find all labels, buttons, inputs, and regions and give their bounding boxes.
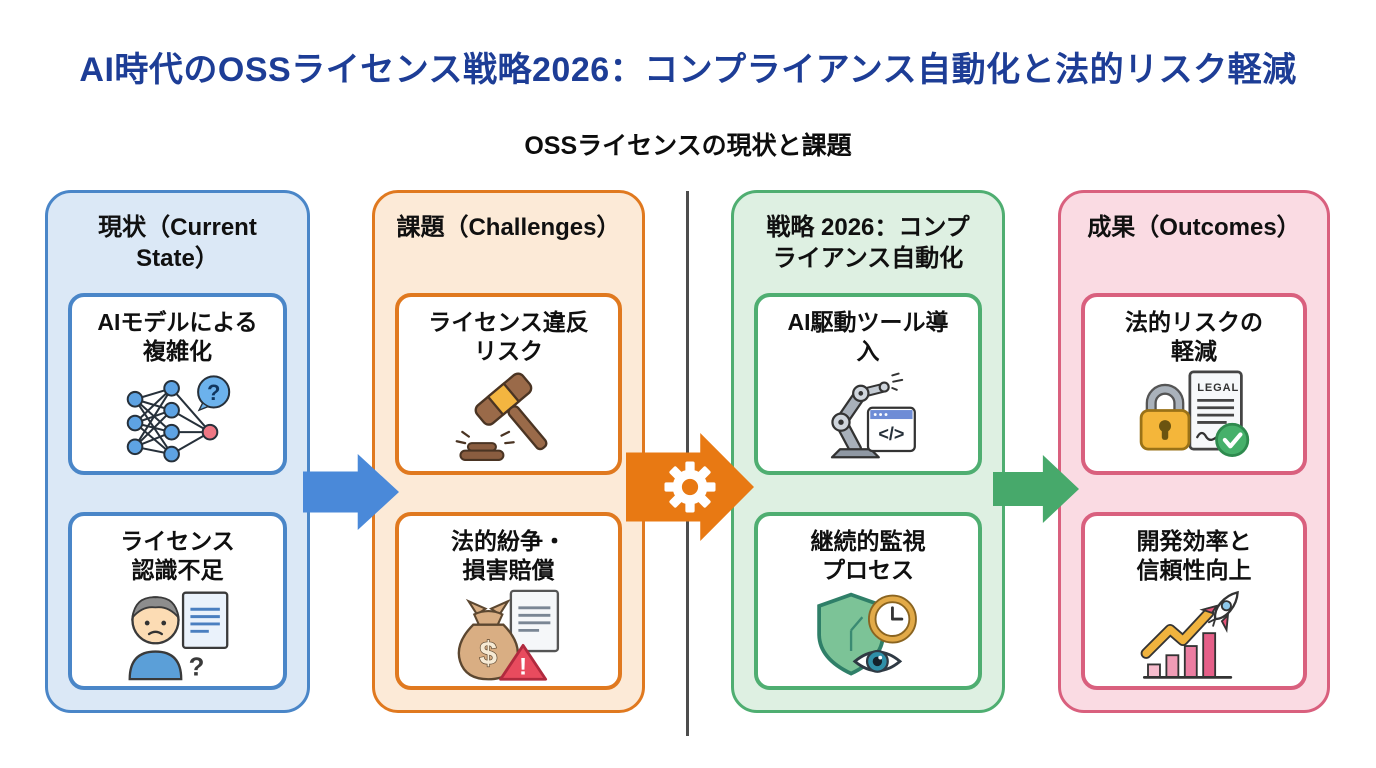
card-legal-risk-reduction: 法的リスクの 軽減 LEGAL (1081, 293, 1307, 475)
card-label: 継続的監視 プロセス (811, 527, 926, 586)
header-line: 戦略 2026：コンプ (766, 214, 970, 241)
svg-text:</>: </> (878, 424, 904, 444)
card-label-line: 信頼性向上 (1136, 557, 1252, 584)
column-strategy-2026-header: 戦略 2026：コンプ ライアンス自動化 (734, 213, 1002, 274)
lock-legal-check-icon: LEGAL (1139, 370, 1250, 457)
header-line: ライアンス自動化 (772, 244, 964, 272)
card-label-line: 法的リスクの (1125, 309, 1263, 335)
card-license-violation-risk: ライセンス違反 リスク (395, 293, 622, 475)
card-label-line: 認識不足 (131, 557, 224, 584)
robot-arm-code-icon: </> (830, 372, 916, 459)
svg-text:?: ? (188, 653, 204, 681)
page-subtitle: OSSライセンスの現状と課題 (524, 132, 852, 160)
card-label-line: 開発効率と (1136, 528, 1252, 554)
header-line: 成果（Outcomes） (1087, 214, 1301, 241)
card-label-line: 軽減 (1171, 338, 1217, 365)
card-label-line: 入 (856, 338, 880, 365)
svg-text:!: ! (519, 653, 527, 680)
column-strategy-2026: 戦略 2026：コンプ ライアンス自動化 AI駆動ツール導 入 (731, 190, 1005, 713)
svg-text:LEGAL: LEGAL (1197, 382, 1239, 394)
column-challenges: 課題（Challenges） ライセンス違反 リスク 法的紛争・ (372, 190, 645, 713)
arrow-shape (993, 455, 1079, 523)
flow-arrow-orange (626, 433, 754, 541)
card-label-line: 法的紛争・ (451, 528, 566, 554)
card-dev-efficiency-reliability: 開発効率と 信頼性向上 (1081, 512, 1307, 690)
card-label-line: リスク (473, 338, 543, 365)
card-ai-model-complexity: AIモデルによる 複雑化 ? (68, 293, 287, 475)
gear-icon (664, 461, 716, 513)
header-line: State） (136, 244, 219, 272)
card-label-line: プロセス (822, 557, 914, 584)
card-label-line: 継続的監視 (810, 528, 926, 554)
card-label-line: AI駆動ツール導 (787, 309, 949, 335)
column-outcomes: 成果（Outcomes） 法的リスクの 軽減 LEGAL (1058, 190, 1330, 713)
card-legal-dispute-damages: 法的紛争・ 損害賠償 $ ! (395, 512, 622, 690)
card-continuous-monitoring: 継続的監視 プロセス (754, 512, 982, 690)
card-label-line: 複雑化 (143, 338, 212, 365)
column-outcomes-header: 成果（Outcomes） (1061, 213, 1327, 244)
money-bag-warning-icon: $ ! (457, 589, 559, 681)
card-label-line: ライセンス違反 (428, 309, 589, 335)
header-line: 現状（Current (98, 214, 257, 241)
confused-person-document-icon: ? (128, 591, 228, 681)
flow-arrow-green (993, 455, 1079, 523)
card-ai-tool-adoption: AI駆動ツール導 入 </> (754, 293, 982, 475)
header-line: 課題（Challenges） (396, 214, 621, 241)
card-label: ライセンス違反 リスク (428, 308, 589, 367)
svg-text:?: ? (206, 380, 219, 405)
page-title: AI時代のOSSライセンス戦略2026：コンプライアンス自動化と法的リスク軽減 (79, 51, 1297, 89)
card-label: 法的リスクの 軽減 (1125, 308, 1263, 367)
card-label-line: ライセンス (120, 528, 235, 554)
svg-text:$: $ (479, 635, 497, 671)
card-label: ライセンス 認識不足 (120, 527, 235, 586)
gavel-icon (455, 372, 547, 461)
flow-arrow-blue (303, 454, 399, 530)
card-label: 開発効率と 信頼性向上 (1137, 527, 1252, 586)
card-label: 法的紛争・ 損害賠償 (451, 527, 566, 586)
growth-rocket-icon (1140, 590, 1239, 679)
column-current-state: 現状（Current State） AIモデルによる 複雑化 ? (45, 190, 310, 713)
card-label-line: 損害賠償 (462, 557, 555, 584)
card-license-awareness-gap: ライセンス 認識不足 ? (68, 512, 287, 690)
card-label: AIモデルによる 複雑化 (97, 308, 257, 367)
neural-network-question-icon: ? (126, 375, 230, 463)
card-label: AI駆動ツール導 入 (788, 308, 949, 367)
shield-clock-eye-icon (817, 592, 917, 676)
arrow-shape (303, 454, 399, 530)
column-current-state-header: 現状（Current State） (48, 213, 307, 274)
column-challenges-header: 課題（Challenges） (375, 213, 642, 244)
card-label-line: AIモデルによる (97, 309, 258, 335)
